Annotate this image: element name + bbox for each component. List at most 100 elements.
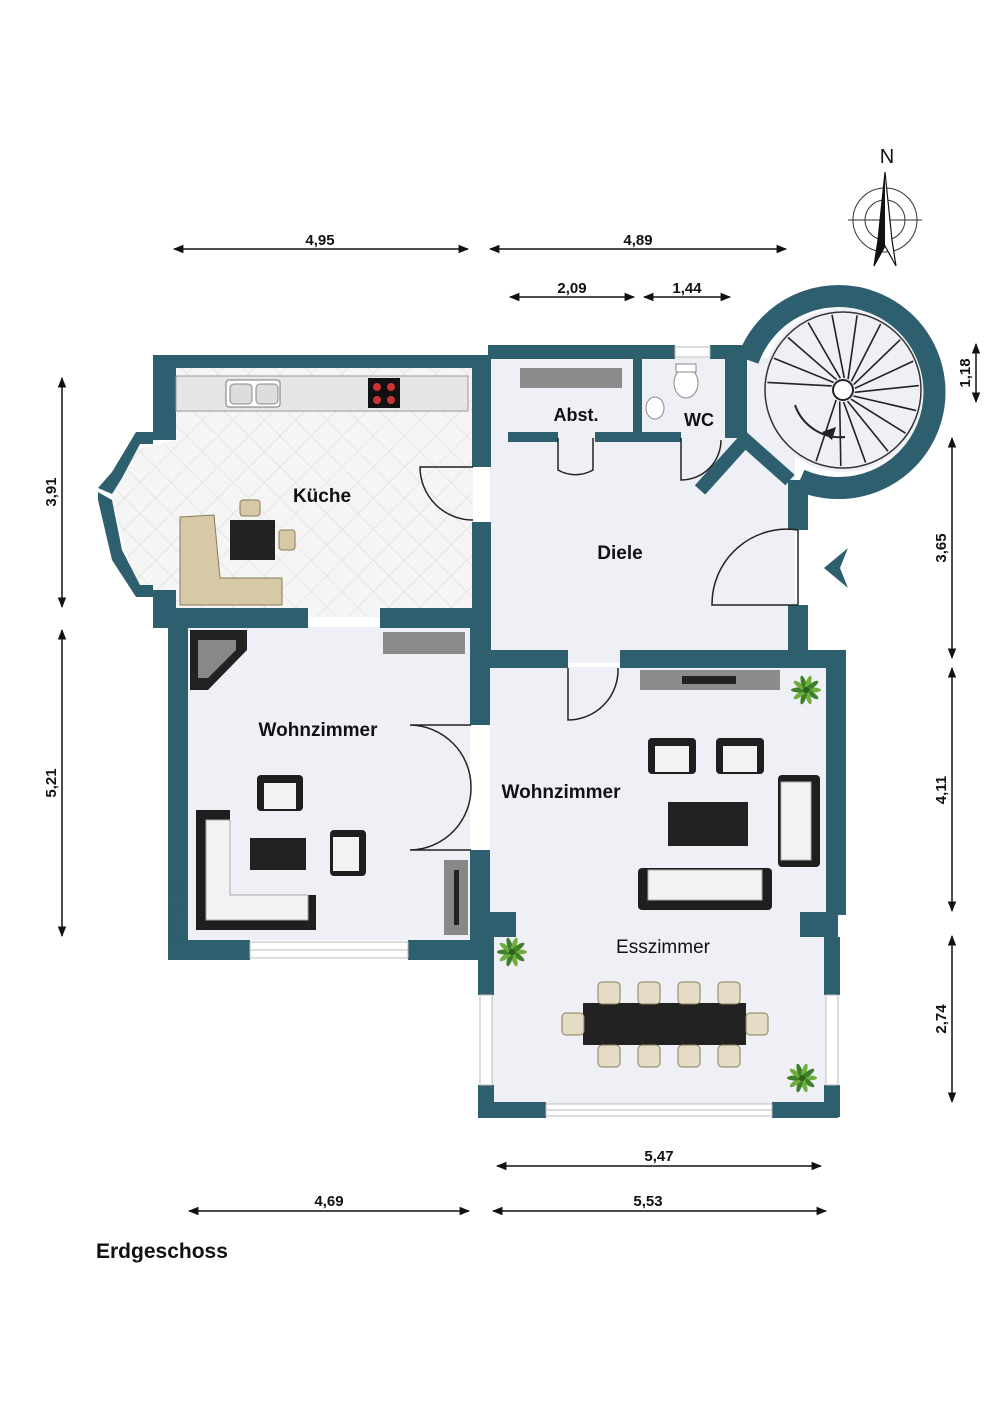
wall	[470, 850, 490, 960]
wall	[153, 355, 176, 440]
plants	[497, 675, 821, 1093]
stair-step	[854, 384, 919, 394]
dining-chair-icon	[677, 1044, 701, 1068]
kitchen-bench	[179, 499, 296, 606]
wall	[478, 1102, 546, 1118]
living-right-furniture	[638, 670, 820, 910]
stair-step	[767, 381, 832, 387]
stair-step	[807, 322, 841, 379]
stair-step	[831, 314, 846, 379]
wall	[168, 620, 188, 960]
dimension-labels: 4,95 4,89 2,09 1,44 3,91 5,21 1,18 3,65 …	[43, 232, 974, 1210]
dining-chair-icon	[637, 981, 661, 1005]
stair-step	[850, 398, 906, 434]
coffee-table-icon	[668, 802, 748, 846]
dining-chair-icon	[637, 1044, 661, 1068]
wall	[824, 937, 840, 995]
kitchen-bay-floor	[112, 440, 176, 605]
watermark-brand: VON POLL	[172, 872, 183, 921]
door	[409, 724, 472, 851]
dim-left-lower: 5,21	[43, 768, 60, 797]
wall	[772, 1102, 838, 1118]
room-label-storage: Abst.	[554, 405, 599, 425]
dining-table-small-icon	[230, 520, 275, 560]
wall	[472, 355, 491, 467]
room-label-dining: Esszimmer	[616, 937, 711, 958]
plant-icon	[791, 675, 821, 705]
wall	[488, 912, 516, 937]
wall	[380, 608, 491, 628]
wall	[478, 937, 494, 995]
dim-wc-width: 1,44	[672, 280, 702, 297]
hall-floor	[490, 358, 795, 663]
stair-step	[847, 315, 858, 380]
wall	[472, 650, 568, 668]
fireplace-icon	[190, 630, 247, 690]
dim-top-left: 4,95	[305, 232, 334, 249]
wall	[725, 358, 747, 438]
walls	[98, 345, 846, 1118]
coffee-table-icon	[250, 838, 306, 870]
stair-step	[838, 401, 842, 466]
floors	[112, 308, 925, 1105]
kitchen-counter	[175, 375, 469, 412]
wall	[98, 432, 153, 494]
watermark-sub: IMMOBILIEN	[184, 891, 190, 921]
room-label-living-left: Wohnzimmer	[259, 720, 379, 741]
wall	[620, 650, 845, 668]
dim-storage-width: 2,09	[557, 280, 586, 297]
wall	[98, 492, 153, 597]
dim-right-dining: 2,74	[933, 1004, 950, 1034]
wall	[824, 1085, 840, 1117]
stair-step	[773, 357, 834, 384]
living-left-furniture	[196, 775, 468, 935]
wall	[788, 605, 808, 650]
dining-set	[561, 981, 769, 1068]
wall	[508, 432, 558, 442]
stair-step	[846, 400, 889, 452]
room-label-wc: WC	[684, 410, 714, 430]
floor-label: Erdgeschoss	[96, 1240, 228, 1263]
shelf-icon	[520, 368, 622, 388]
dim-top-right: 4,89	[623, 232, 652, 249]
dim-right-hall: 3,65	[933, 533, 950, 562]
door	[680, 438, 722, 481]
stair-step	[854, 360, 914, 390]
window	[479, 994, 493, 1086]
dining-chair-icon	[745, 1012, 769, 1036]
wall	[408, 940, 490, 960]
door	[567, 667, 619, 721]
door	[557, 438, 594, 476]
dim-right-living: 4,11	[933, 776, 950, 804]
stair-step	[815, 399, 837, 462]
room-label-kitchen: Küche	[293, 486, 351, 507]
stair-step	[850, 323, 882, 382]
wall	[633, 358, 642, 438]
dining-chair-icon	[717, 1044, 741, 1068]
cooktop-icon	[368, 378, 400, 408]
windows	[249, 346, 839, 1117]
stair-step	[787, 336, 838, 381]
plant-icon	[497, 937, 527, 967]
living-left-floor	[186, 627, 470, 940]
wc-fixtures	[645, 363, 699, 420]
entrance-arrow-icon	[824, 548, 848, 588]
watermark-mono: VP	[166, 922, 186, 945]
stair-step	[853, 339, 901, 386]
dining-chair-icon	[597, 1044, 621, 1068]
dim-left-upper: 3,91	[43, 477, 60, 506]
dim-bottom-left: 4,69	[314, 1193, 343, 1210]
dining-chair-icon	[717, 981, 741, 1005]
dining-chair-icon	[597, 981, 621, 1005]
window	[825, 994, 839, 1086]
wall	[153, 355, 491, 368]
dining-table-icon	[583, 1003, 746, 1045]
doors	[409, 438, 799, 851]
dim-right-stair: 1,18	[957, 358, 974, 387]
door	[419, 466, 474, 521]
dim-bottom-dining: 5,47	[644, 1148, 673, 1165]
window	[674, 346, 711, 358]
compass-label: N	[880, 146, 894, 168]
wall	[488, 345, 675, 359]
